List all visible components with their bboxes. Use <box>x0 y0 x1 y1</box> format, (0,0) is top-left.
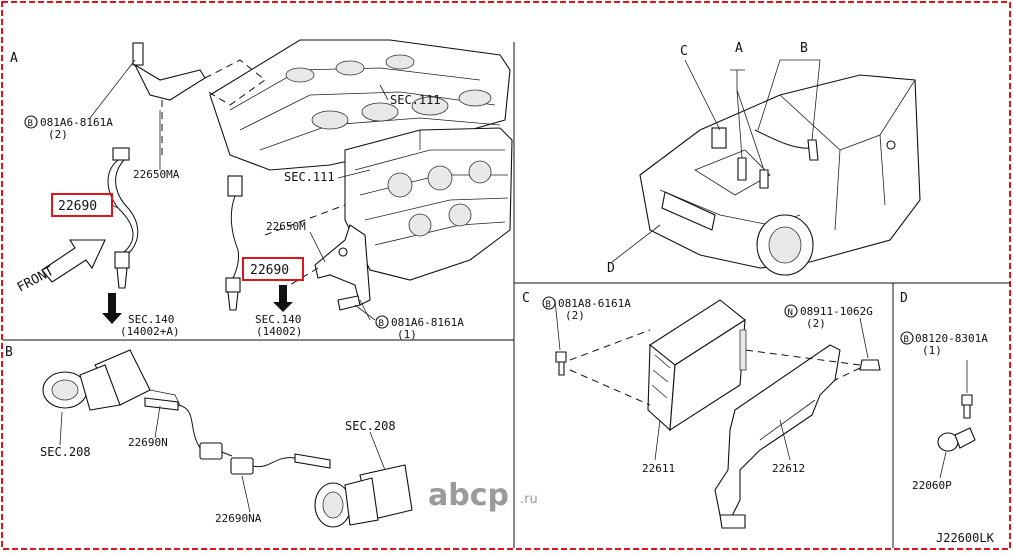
bolt-and-nut <box>555 351 881 376</box>
arrow-down-icon <box>273 285 293 312</box>
label-22611: 22611 <box>642 462 675 475</box>
oxygen-sensor-left <box>107 147 139 289</box>
knock-sensor-22060p <box>937 360 976 479</box>
ecm-unit-22611 <box>647 299 747 432</box>
label-sec111-top: SEC.111 <box>390 93 441 107</box>
section-label-b: B <box>5 345 13 360</box>
label-nut-ref-c: 08911-1062G <box>800 305 873 318</box>
leader-lines-c <box>554 299 869 461</box>
label-sec208-right: SEC.208 <box>345 419 396 433</box>
label-sec208-left: SEC.208 <box>40 445 91 459</box>
exhaust-manifold-right <box>314 464 413 528</box>
label-sec140-center: SEC.140 <box>255 313 301 326</box>
panel-c: B 081A8-6161A (2) N 08911-1062G (2) 2261… <box>542 296 881 529</box>
label-bolt-qty-c: (2) <box>565 309 585 322</box>
arrow-down-icon <box>102 293 122 324</box>
bolt-symbol-letter: B <box>379 319 384 329</box>
label-bolt-ref-a2: 081A6-8161A <box>391 316 464 329</box>
watermark-suffix: .ru <box>520 492 538 507</box>
bolt-symbol-letter: B <box>28 119 33 129</box>
label-22690-center: 22690 <box>250 263 289 278</box>
bolt-symbol-icon <box>542 296 556 310</box>
exhaust-manifold-left <box>42 349 181 411</box>
bolt-symbol-letter: B <box>904 335 909 345</box>
car-callout-c: C <box>680 44 688 59</box>
car-callout-d: D <box>607 261 615 276</box>
front-direction-arrow <box>41 239 106 283</box>
vehicle-overview <box>611 59 921 276</box>
bolt-symbol-icon <box>24 115 38 129</box>
label-22690na: 22690NA <box>215 512 262 525</box>
label-front: FRONT <box>15 264 57 296</box>
leader-lines-b <box>59 405 386 513</box>
label-sec140-center-ref: (14002) <box>256 325 302 338</box>
section-label-d: D <box>900 291 908 306</box>
label-bolt-ref-d: 08120-8301A <box>915 332 988 345</box>
nut-symbol-letter: N <box>788 308 793 318</box>
car-callout-b: B <box>800 41 808 56</box>
label-bolt-qty-a: (2) <box>48 128 68 141</box>
car-callout-a: A <box>735 41 743 56</box>
label-22690n: 22690N <box>128 436 168 449</box>
panel-a: B 081A6-8161A (2) 22650MA 22690 SEC.111 … <box>15 39 513 341</box>
label-22650ma: 22650MA <box>133 168 180 181</box>
leader-lines-a <box>89 59 389 321</box>
label-bolt-qty-d: (1) <box>922 344 942 357</box>
nut-symbol-icon <box>784 304 798 318</box>
oxygen-sensor-center <box>225 175 243 311</box>
panel-b: SEC.208 22690N SEC.208 22690NA abcp .ru <box>40 349 538 528</box>
section-label-a: A <box>10 51 18 66</box>
ecm-bracket-22612 <box>714 344 841 529</box>
bracket-22650ma <box>132 42 266 160</box>
bolt-symbol-letter: B <box>546 300 551 310</box>
panel-dividers <box>3 42 1010 548</box>
bolt-symbol-icon <box>375 315 389 329</box>
watermark-brand: abcp <box>428 478 509 513</box>
label-22060p: 22060P <box>912 479 952 492</box>
dashed-connectors-c <box>569 329 861 406</box>
highlight-box-22690-center <box>242 257 304 281</box>
highlight-box-22690-left <box>51 193 113 217</box>
label-22612: 22612 <box>772 462 805 475</box>
label-sec140-left-ref: (14002+A) <box>120 325 180 338</box>
label-bolt-ref-a: 081A6-8161A <box>40 116 113 129</box>
label-bolt-qty-a2: (1) <box>397 328 417 341</box>
bolt-symbol-icon <box>900 331 914 345</box>
label-bolt-ref-c: 081A8-6161A <box>558 297 631 310</box>
panel-d: B 08120-8301A (1) 22060P <box>900 331 988 492</box>
engine-cylinder-head <box>344 127 513 281</box>
diagram-code: J22600LK <box>936 531 995 545</box>
label-22650m: 22650M <box>266 220 306 233</box>
label-sec111-mid: SEC.111 <box>284 170 335 184</box>
label-22690-left: 22690 <box>58 199 97 214</box>
label-sec140-left: SEC.140 <box>128 313 174 326</box>
label-nut-qty-c: (2) <box>806 317 826 330</box>
oxygen-sensor-22690n <box>144 397 331 475</box>
section-label-c: C <box>522 291 530 306</box>
